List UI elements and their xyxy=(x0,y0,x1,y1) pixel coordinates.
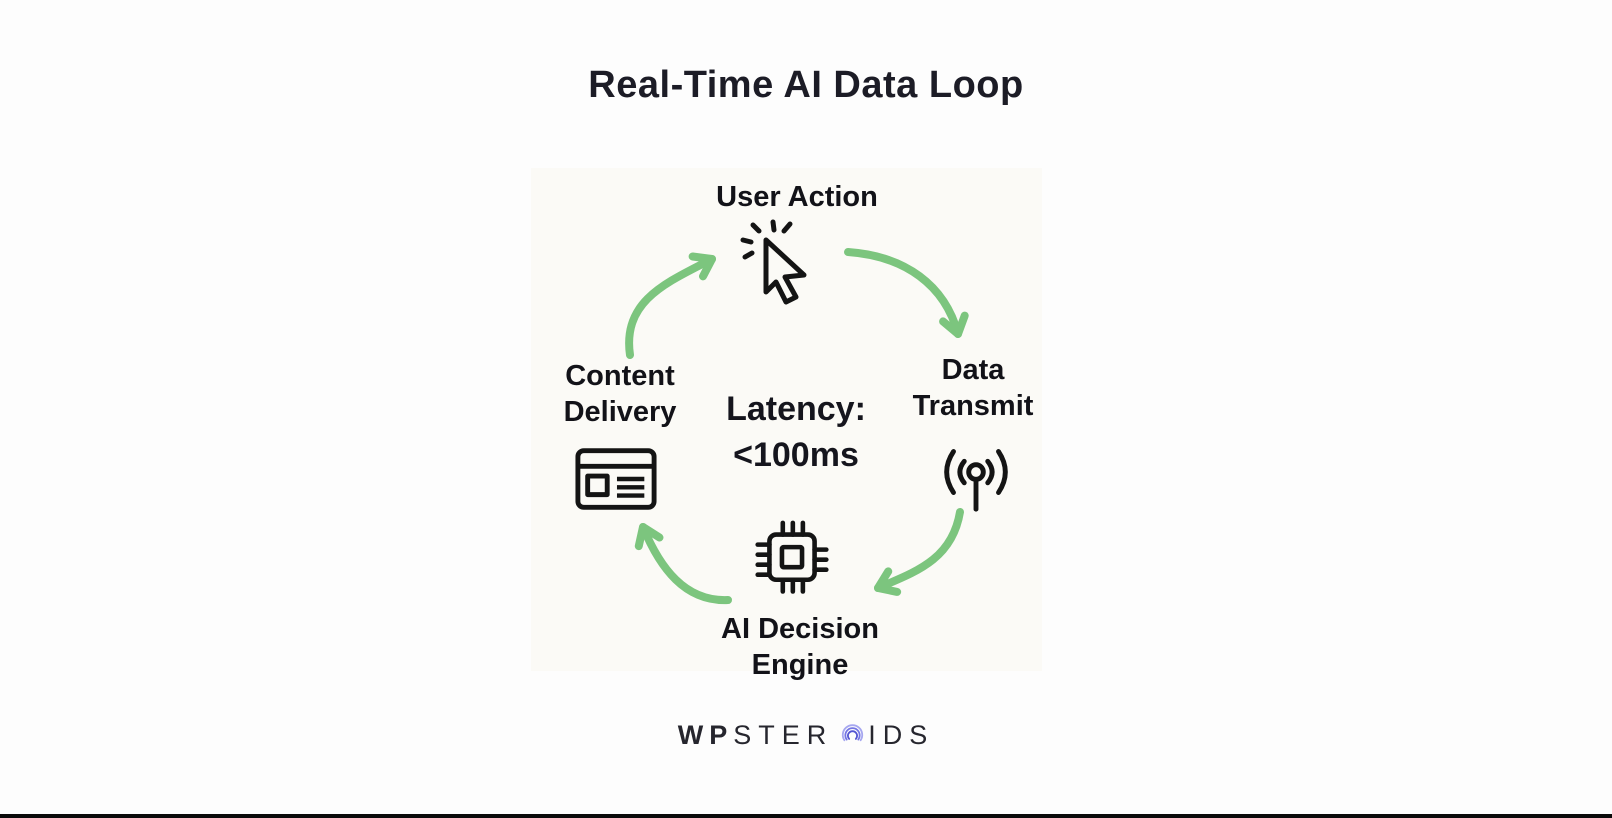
node-label-content-delivery: Content Delivery xyxy=(563,360,677,428)
page-title: Real-Time AI Data Loop xyxy=(588,64,1024,106)
node-label-ai-decision-engine: AI Decision Engine xyxy=(721,613,879,681)
node-label-data-transmit: Data Transmit xyxy=(912,354,1034,422)
node-label-user-action: User Action xyxy=(716,181,878,213)
bottom-edge-bar xyxy=(0,814,1612,818)
concentric-arcs-icon xyxy=(839,720,866,754)
brand-part-ids: IDS xyxy=(868,719,935,750)
browser-window-icon xyxy=(574,446,658,512)
cursor-click-icon xyxy=(735,215,829,309)
brand-part-ster: STER xyxy=(733,719,834,750)
cpu-chip-icon xyxy=(746,514,838,602)
antenna-broadcast-icon xyxy=(932,434,1020,514)
latency-label: Latency: <100ms xyxy=(726,390,866,474)
brand-part-wp: WP xyxy=(677,719,734,750)
